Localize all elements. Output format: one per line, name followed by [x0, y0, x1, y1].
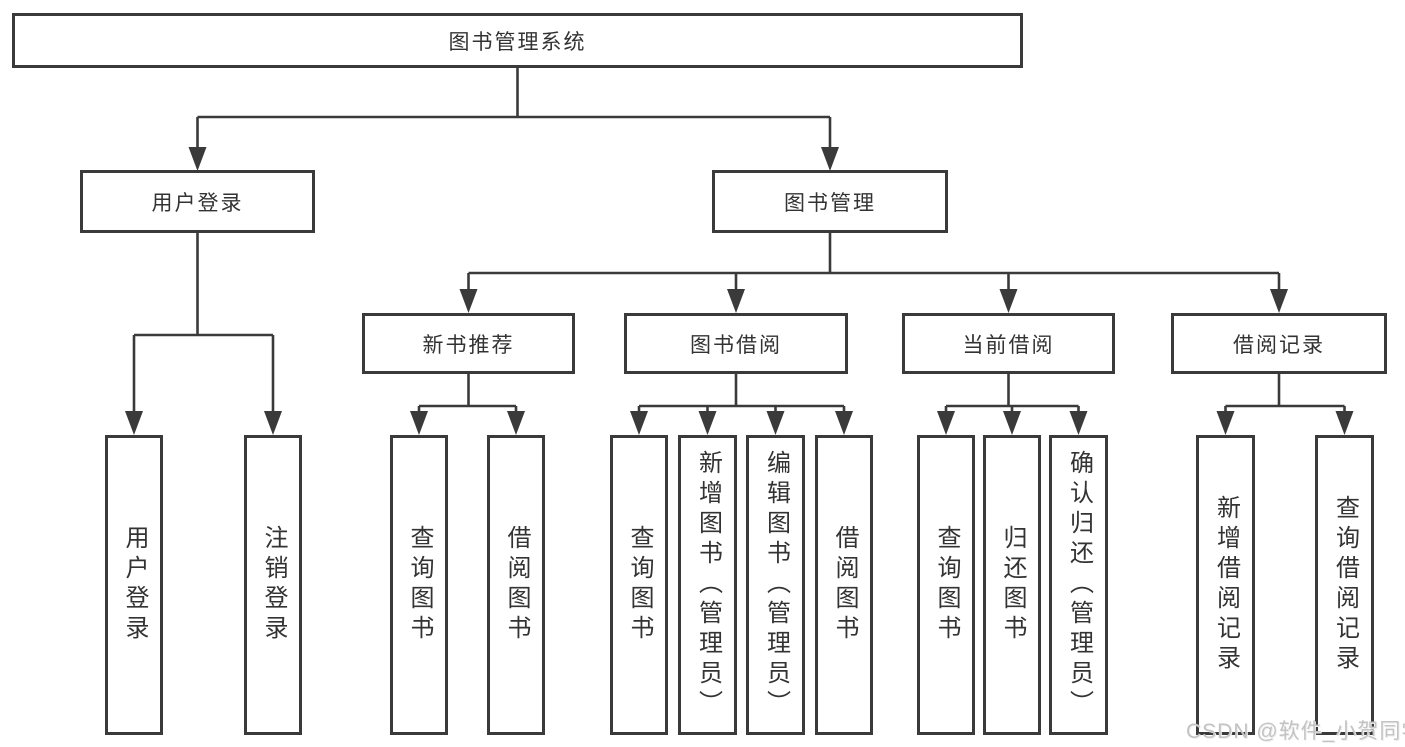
- node-label: 借阅图书: [503, 525, 530, 645]
- arrow-down-icon: [459, 289, 478, 313]
- leaf-query-books-current: 查询图书: [917, 435, 975, 735]
- node-label: 图书管理: [784, 191, 876, 215]
- csdn-watermark: CSDN @软件_小贺同学: [1186, 720, 1405, 743]
- node-label: 注销登录: [260, 525, 287, 645]
- node-label: 用户登录: [121, 525, 148, 645]
- node-label: 借阅图书: [831, 525, 858, 645]
- node-label: 新书推荐: [422, 333, 515, 357]
- node-label: 查询图书: [933, 525, 960, 645]
- node-label: 当前借阅: [962, 333, 1055, 357]
- leaf-add-books-admin: 新增图书（管理员）: [678, 435, 737, 735]
- arrow-down-icon: [1003, 411, 1021, 435]
- node-book-management: 图书管理: [712, 170, 948, 233]
- arrow-down-icon: [410, 411, 428, 435]
- arrow-down-icon: [1216, 411, 1235, 435]
- leaf-borrow-books-recommend: 借阅图书: [487, 435, 545, 735]
- leaf-return-books: 归还图书: [983, 435, 1041, 735]
- arrow-down-icon: [1270, 289, 1288, 313]
- leaf-confirm-return-admin: 确认归还（管理员）: [1049, 435, 1108, 735]
- node-label: 借阅记录: [1233, 333, 1325, 357]
- arrow-down-icon: [698, 411, 717, 435]
- leaf-borrow-books: 借阅图书: [815, 435, 873, 735]
- node-current-borrowing: 当前借阅: [902, 313, 1115, 374]
- node-label: 查询图书: [626, 525, 653, 645]
- leaf-query-borrow-record: 查询借阅记录: [1315, 435, 1374, 735]
- arrow-down-icon: [821, 147, 839, 171]
- node-user-login: 用户登录: [80, 170, 315, 233]
- arrow-down-icon: [727, 289, 745, 313]
- node-label: 图书借阅: [690, 333, 782, 357]
- node-library-management-system: 图书管理系统: [12, 13, 1023, 68]
- node-label: 编辑图书（管理员）: [762, 450, 790, 720]
- leaf-query-books-borrowing: 查询图书: [610, 435, 668, 735]
- arrow-down-icon: [1335, 411, 1354, 435]
- node-borrowing-records: 借阅记录: [1171, 313, 1387, 374]
- node-book-borrowing: 图书借阅: [624, 313, 848, 374]
- leaf-logout: 注销登录: [244, 435, 302, 735]
- arrow-down-icon: [1069, 411, 1088, 435]
- node-label: 归还图书: [999, 525, 1026, 645]
- leaf-query-books-recommend: 查询图书: [390, 435, 448, 735]
- node-label: 图书管理系统: [448, 30, 587, 54]
- node-label: 新增借阅记录: [1212, 495, 1240, 675]
- node-label: 查询借阅记录: [1331, 495, 1359, 675]
- node-label: 确认归还（管理员）: [1065, 450, 1093, 720]
- arrow-down-icon: [766, 411, 785, 435]
- leaf-user-login: 用户登录: [105, 435, 163, 735]
- arrow-down-icon: [630, 411, 648, 435]
- arrow-down-icon: [125, 411, 143, 435]
- node-label: 用户登录: [151, 191, 244, 215]
- node-label: 查询图书: [406, 525, 433, 645]
- leaf-edit-books-admin: 编辑图书（管理员）: [746, 435, 805, 735]
- arrow-down-icon: [835, 411, 853, 435]
- arrow-down-icon: [264, 411, 282, 435]
- leaf-add-borrow-record: 新增借阅记录: [1196, 435, 1255, 735]
- arrow-down-icon: [999, 289, 1018, 313]
- arrow-down-icon: [507, 411, 525, 435]
- arrow-down-icon: [188, 147, 207, 171]
- arrow-down-icon: [937, 411, 955, 435]
- node-label: 新增图书（管理员）: [694, 450, 722, 720]
- node-new-book-recommend: 新书推荐: [362, 313, 575, 374]
